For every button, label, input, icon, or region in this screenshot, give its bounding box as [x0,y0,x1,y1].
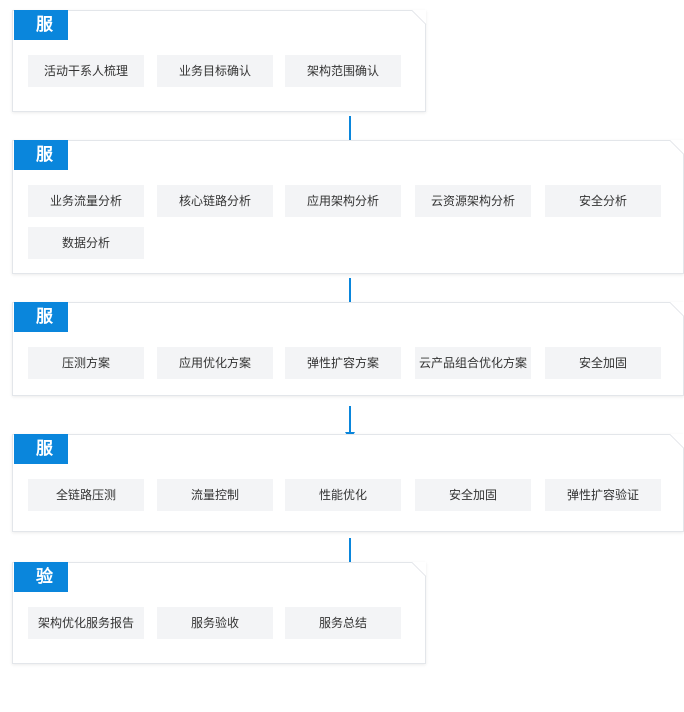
phase-tag: 弹性扩容方案 [285,347,401,379]
phase-tag: 业务流量分析 [28,185,144,217]
phase-tag: 核心链路分析 [157,185,273,217]
phase-tag: 云产品组合优化方案 [415,347,531,379]
phase-tag: 服务验收 [157,607,273,639]
phase-title: 服务过程管控 [14,434,68,464]
phase-tag: 安全分析 [545,185,661,217]
phase-tag: 业务目标确认 [157,55,273,87]
phase-title: 服务执行 [14,302,68,332]
phase-tag: 弹性扩容验证 [545,479,661,511]
phase-tag: 架构优化服务报告 [28,607,144,639]
phase-tag: 云资源架构分析 [415,185,531,217]
phase-tag: 应用架构分析 [285,185,401,217]
phase-tag: 应用优化方案 [157,347,273,379]
phase-tag: 全链路压测 [28,479,144,511]
phase-tag: 架构范围确认 [285,55,401,87]
phase-title: 服务启动 [14,10,68,40]
phase-tag: 流量控制 [157,479,273,511]
phase-tag: 压测方案 [28,347,144,379]
phase-tag: 服务总结 [285,607,401,639]
phase-tag: 安全加固 [545,347,661,379]
phase-tag: 性能优化 [285,479,401,511]
phase-title: 服务规划 [14,140,68,170]
phase-tag: 安全加固 [415,479,531,511]
phase-title: 验收与总结 [14,562,68,592]
phase-tag: 数据分析 [28,227,144,259]
phase-tag: 活动干系人梳理 [28,55,144,87]
